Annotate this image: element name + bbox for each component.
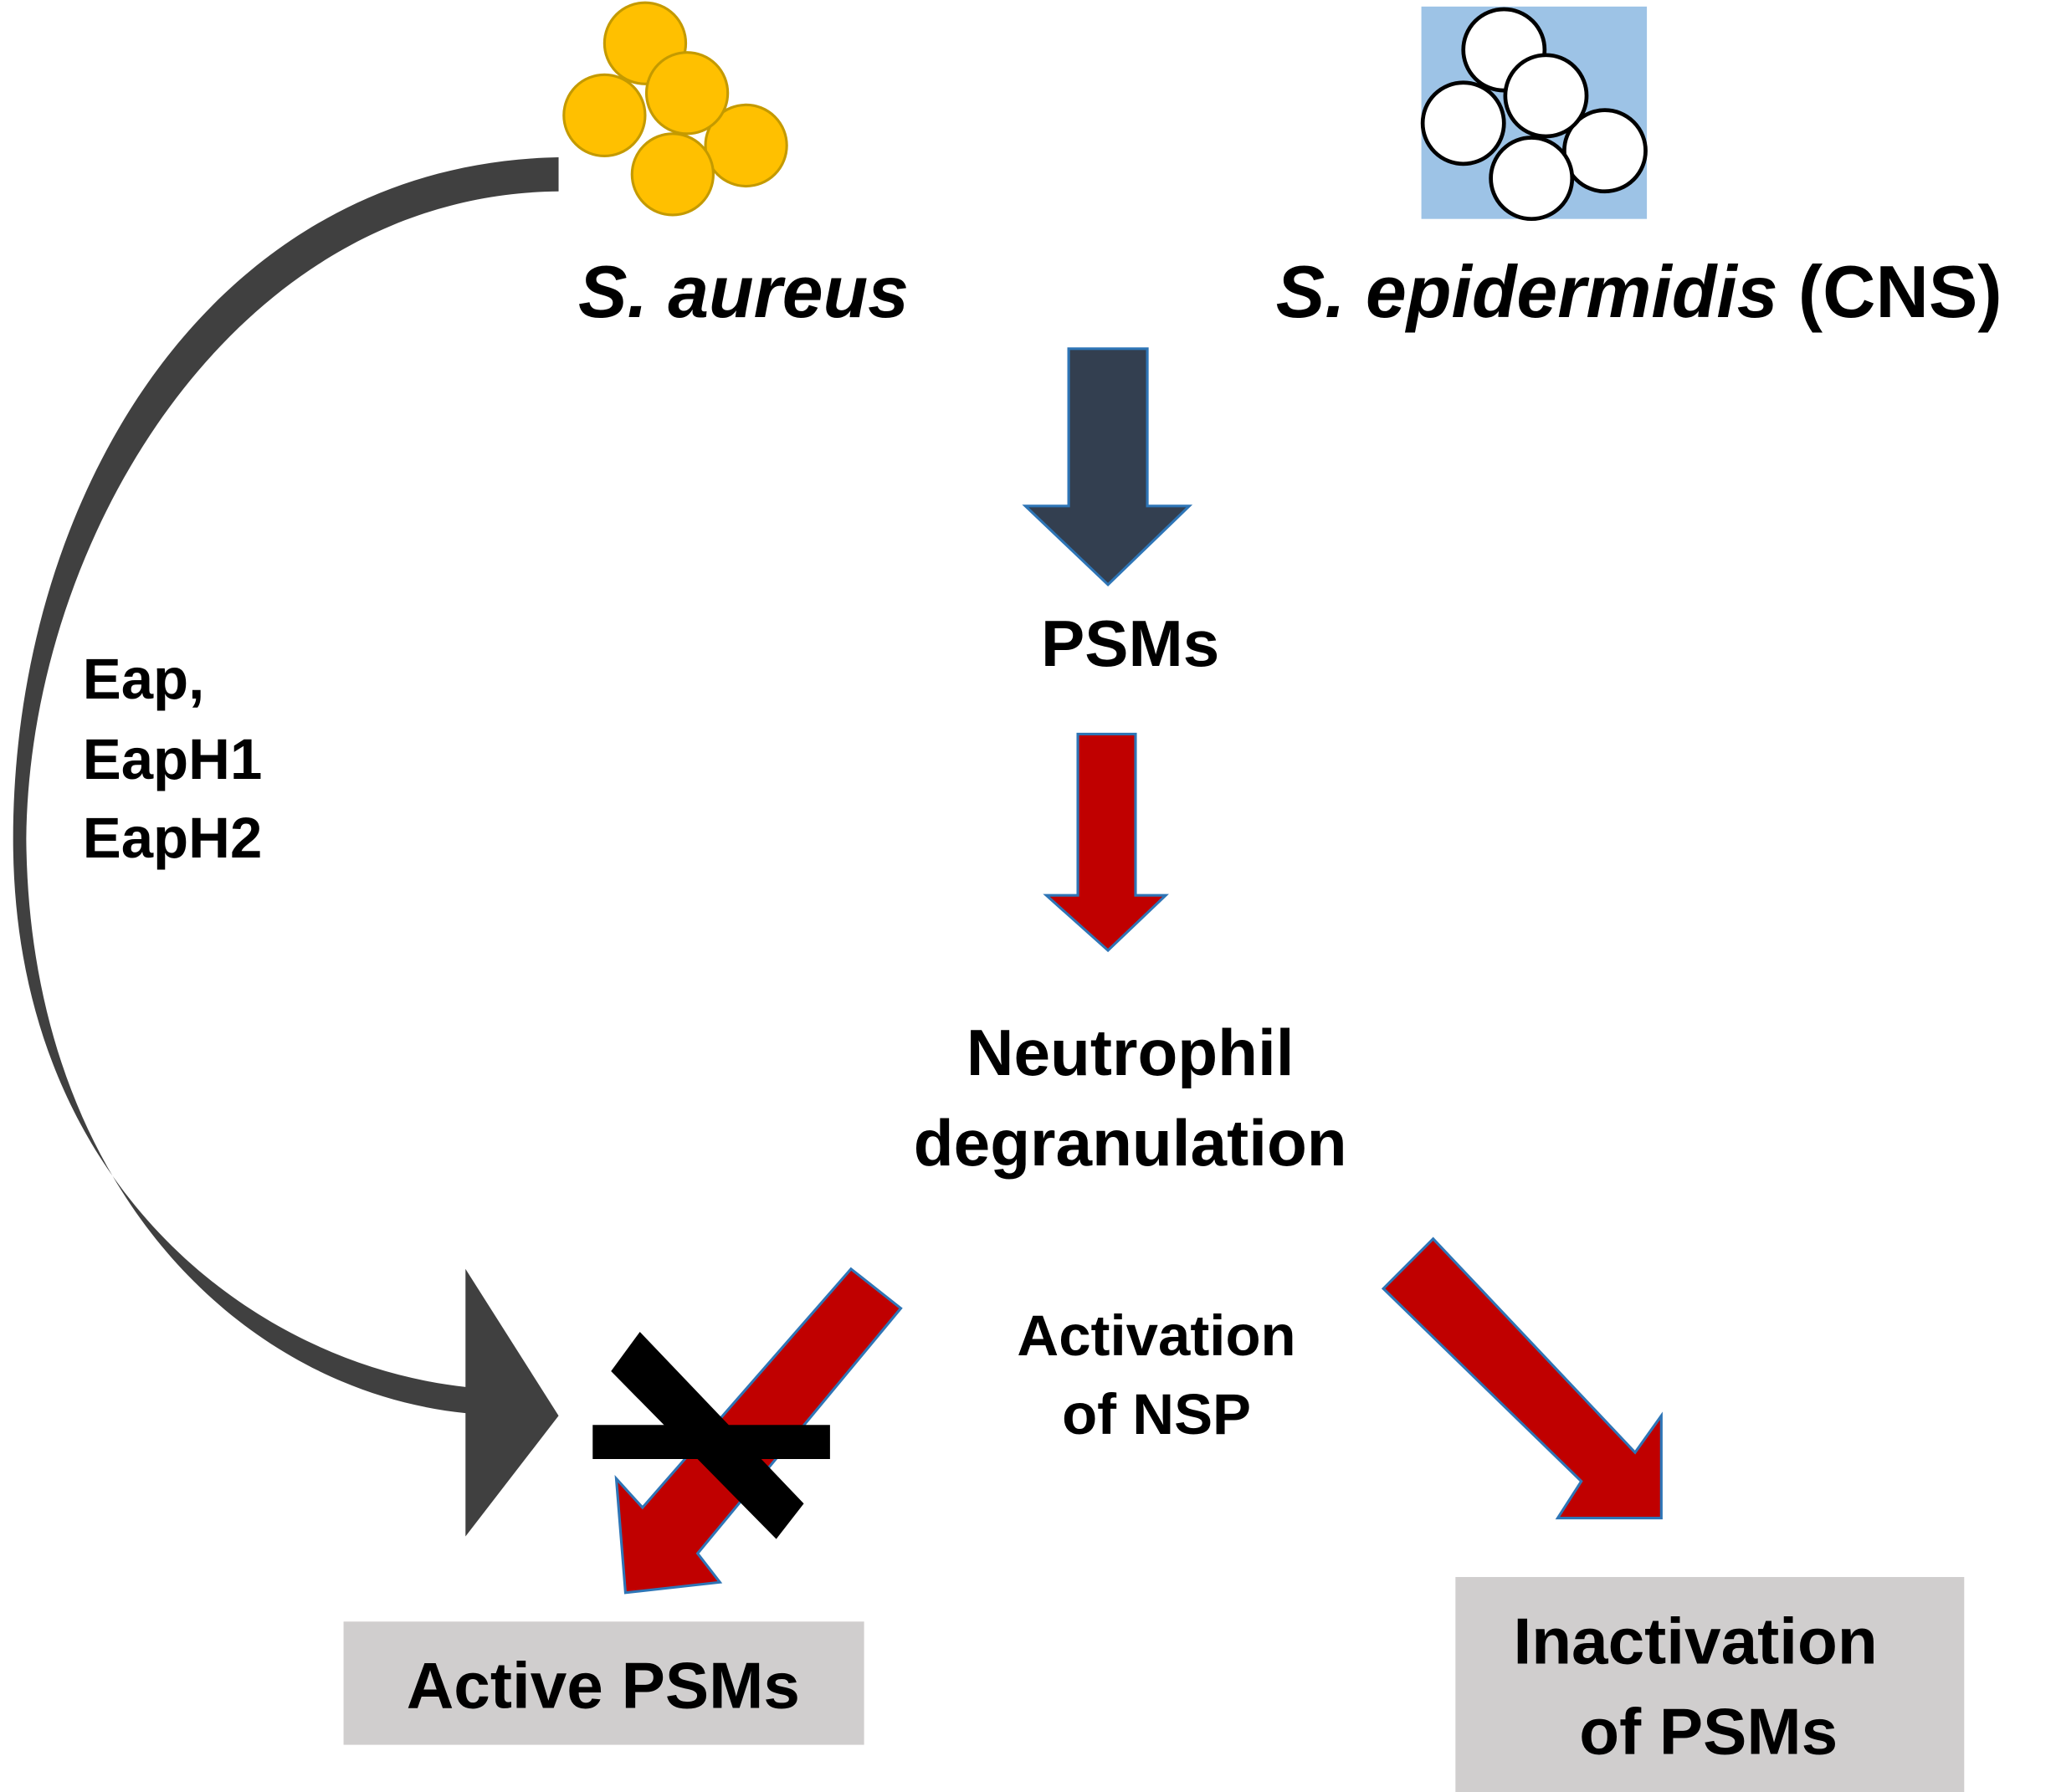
inhibitor-eap: Eap, — [83, 647, 205, 711]
s-epidermidis-name: S. epidermidis — [1276, 251, 1778, 333]
nsp-label-line2: of NSP — [1062, 1382, 1251, 1446]
s-aureus-cocci-icon — [562, 1, 788, 217]
cns-label: (CNS) — [1798, 251, 2002, 333]
inhibitor-eaph2: EapH2 — [83, 806, 263, 870]
curved-arrow-icon — [13, 157, 559, 1537]
inactivation-label-line1: Inactivation — [1513, 1604, 1877, 1677]
active-psms-label: Active PSMs — [407, 1649, 800, 1723]
nsp-label-line1: Activation — [1017, 1303, 1295, 1368]
blocked-x-icon — [592, 1332, 830, 1539]
inactivation-box: Inactivation of PSMs — [1455, 1577, 1965, 1792]
inhibitor-eaph1: EapH1 — [83, 727, 263, 791]
psms-label: PSMs — [1041, 607, 1219, 680]
s-epidermidis-label: S. epidermidis (CNS) — [1276, 251, 2002, 333]
active-psms-box: Active PSMs — [343, 1621, 864, 1745]
down-arrow-icon — [1022, 347, 1193, 587]
s-aureus-label: S. aureus — [578, 251, 909, 333]
down-arrow-icon — [1043, 732, 1169, 953]
degranulation-label-line1: Neutrophil — [966, 1016, 1295, 1089]
diagonal-arrow-icon — [1381, 1236, 1663, 1520]
s-epidermidis-cocci-icon — [1420, 6, 1648, 222]
degranulation-label-line2: degranulation — [914, 1106, 1347, 1180]
inactivation-label-line2: of PSMs — [1579, 1695, 1838, 1769]
